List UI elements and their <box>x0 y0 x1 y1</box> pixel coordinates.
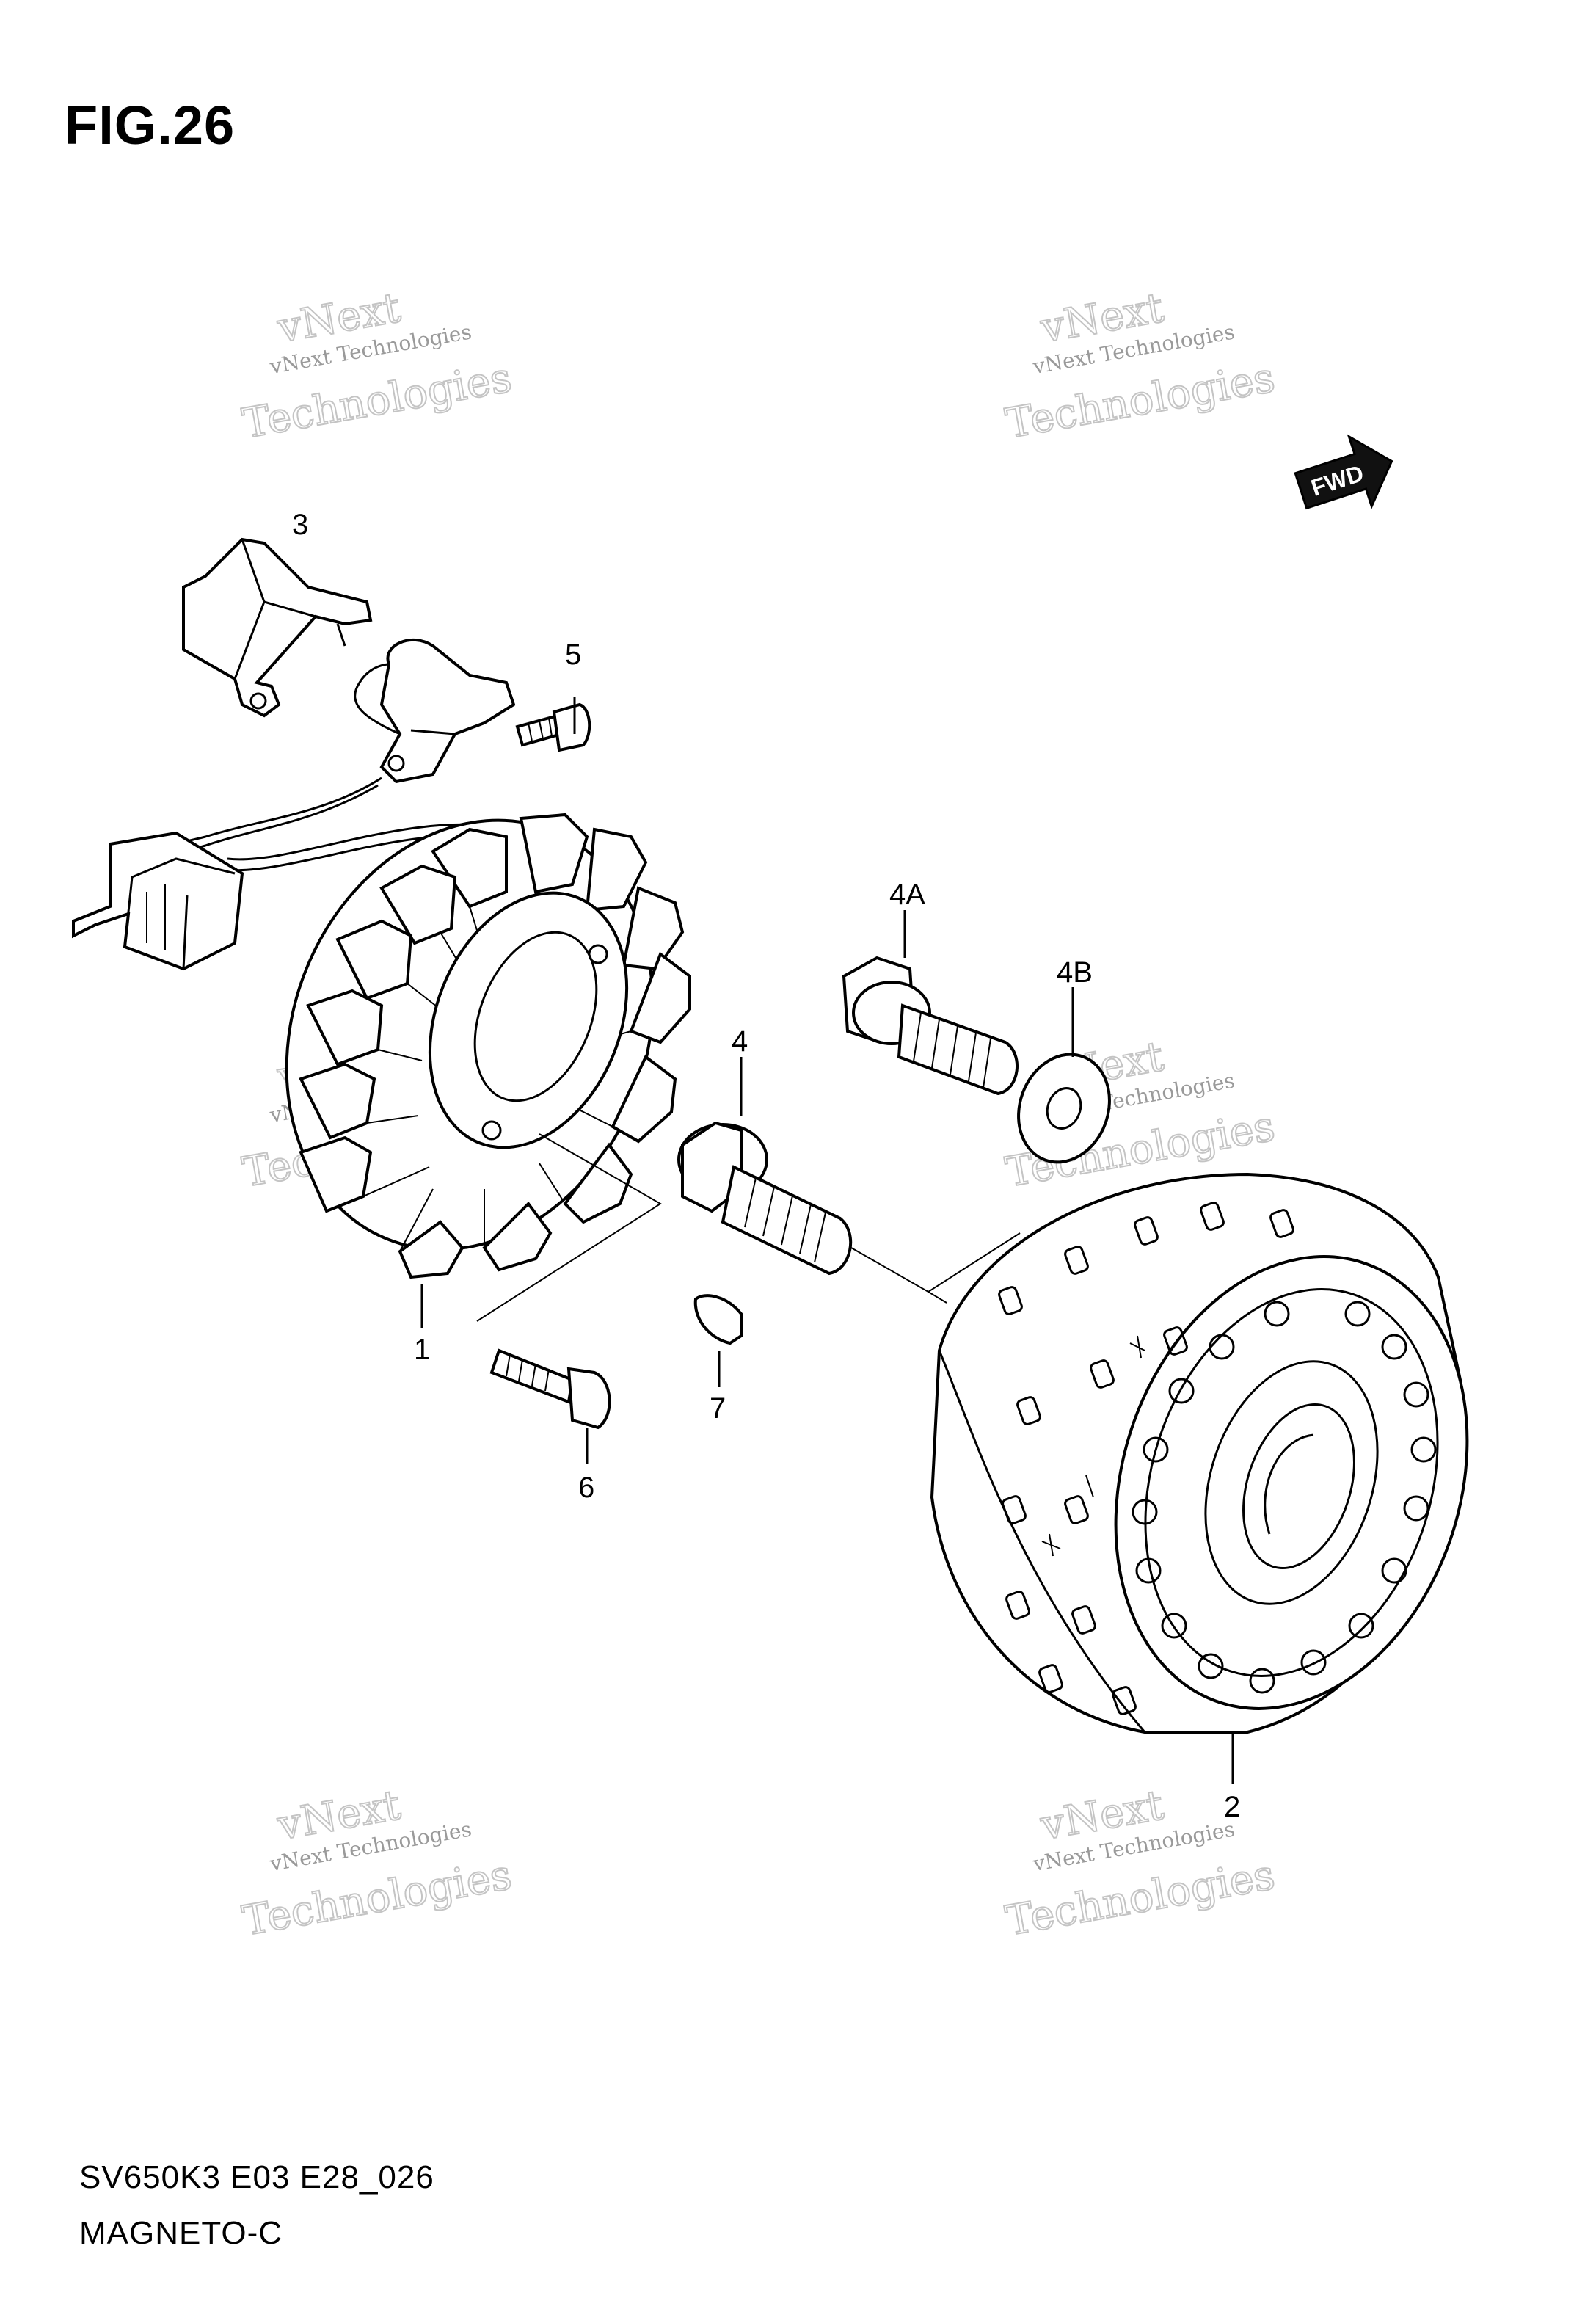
callout-3: 3 <box>292 509 308 541</box>
stator-coils <box>299 813 691 1279</box>
callout-1: 1 <box>414 1334 430 1366</box>
part-5-screw <box>515 697 591 752</box>
diagram-name: MAGNETO-C <box>79 2215 283 2251</box>
part-1-stator <box>285 813 691 1328</box>
fwd-arrow-icon <box>1294 434 1393 510</box>
watermark-top-left: vNext vNext Technologies Technologies <box>238 283 516 449</box>
part-2-rotor <box>930 1172 1469 1784</box>
diagram-code: SV650K3 E03 E28_026 <box>79 2159 434 2195</box>
callout-7: 7 <box>710 1392 726 1425</box>
figure-title: FIG.26 <box>65 95 236 156</box>
watermark-top-right: vNext vNext Technologies Technologies <box>1002 283 1279 449</box>
rotor-windows <box>998 1202 1294 1715</box>
part-6-screw <box>489 1348 611 1464</box>
part-4-bolt <box>677 1057 1021 1304</box>
callout-4b: 4B <box>1057 956 1093 989</box>
part-4a-bolt <box>842 910 1019 1096</box>
part-4b-washer <box>1017 987 1111 1164</box>
callout-4a: 4A <box>889 879 925 911</box>
callout-6: 6 <box>578 1472 594 1504</box>
watermark-bottom-left: vNext vNext Technologies Technologies <box>238 1781 516 1946</box>
part-3-bracket <box>182 537 373 718</box>
callout-4: 4 <box>732 1025 748 1058</box>
part-7-key <box>693 1294 743 1387</box>
callout-2: 2 <box>1224 1791 1240 1823</box>
fwd-arrow-badge: FWD <box>1294 434 1393 510</box>
rotor-pockets <box>1132 1301 1437 1694</box>
callout-5: 5 <box>565 639 581 671</box>
pickup-coil-assembly <box>72 638 516 971</box>
